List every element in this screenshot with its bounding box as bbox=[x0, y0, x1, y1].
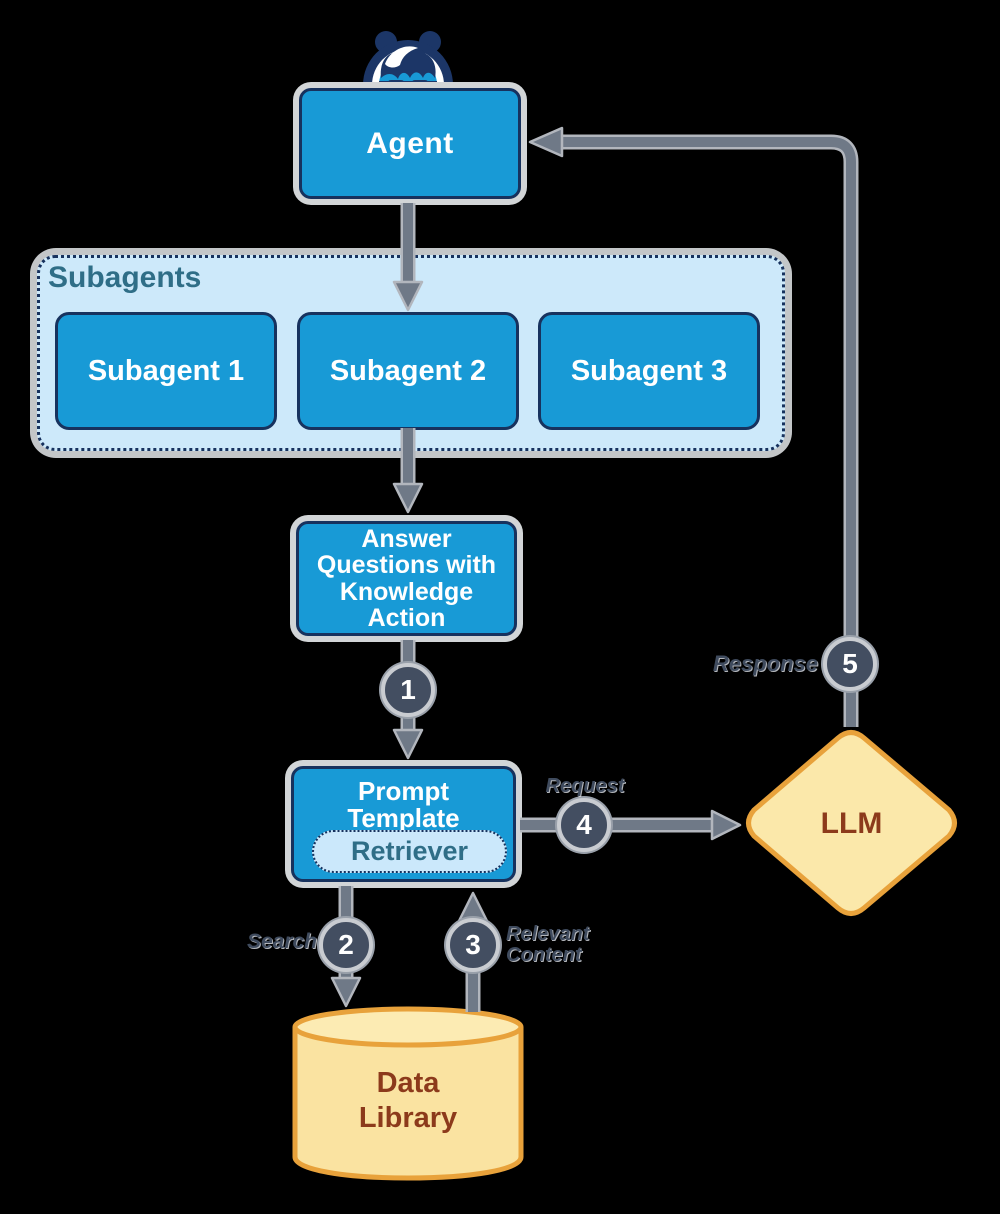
answer-action-label: Answer Questions with Knowledge Action bbox=[316, 524, 497, 632]
agent-node: Agent bbox=[293, 82, 527, 205]
subagent-3-label: Subagent 3 bbox=[570, 354, 728, 387]
subagent-2-node: Subagent 2 bbox=[297, 312, 519, 430]
answer-action-node: Answer Questions with Knowledge Action bbox=[290, 515, 523, 642]
arrow-prompt-to-llm bbox=[520, 809, 742, 841]
data-library-label: Data Library bbox=[358, 1067, 458, 1134]
step-1-badge: 1 bbox=[381, 663, 435, 717]
relevant-content-label: Relevant Content bbox=[506, 923, 590, 966]
step-5-badge: 5 bbox=[823, 637, 877, 691]
request-label: Request bbox=[545, 775, 625, 797]
agent-label: Agent bbox=[366, 126, 454, 160]
step-4-badge: 4 bbox=[557, 798, 611, 852]
step-2-badge: 2 bbox=[319, 918, 373, 972]
subagent-2-label: Subagent 2 bbox=[329, 354, 487, 387]
subagent-1-node: Subagent 1 bbox=[55, 312, 277, 430]
step-3-badge: 3 bbox=[446, 918, 500, 972]
response-label: Response bbox=[712, 651, 818, 676]
prompt-template-label: Prompt Template bbox=[347, 775, 460, 833]
subagent-1-label: Subagent 1 bbox=[87, 354, 245, 387]
subagents-title: Subagents bbox=[48, 261, 202, 294]
retriever-node: Retriever bbox=[312, 830, 507, 873]
subagent-3-node: Subagent 3 bbox=[538, 312, 760, 430]
retriever-label: Retriever bbox=[350, 836, 469, 866]
search-label: Search bbox=[246, 930, 317, 953]
llm-label: LLM bbox=[820, 807, 883, 840]
